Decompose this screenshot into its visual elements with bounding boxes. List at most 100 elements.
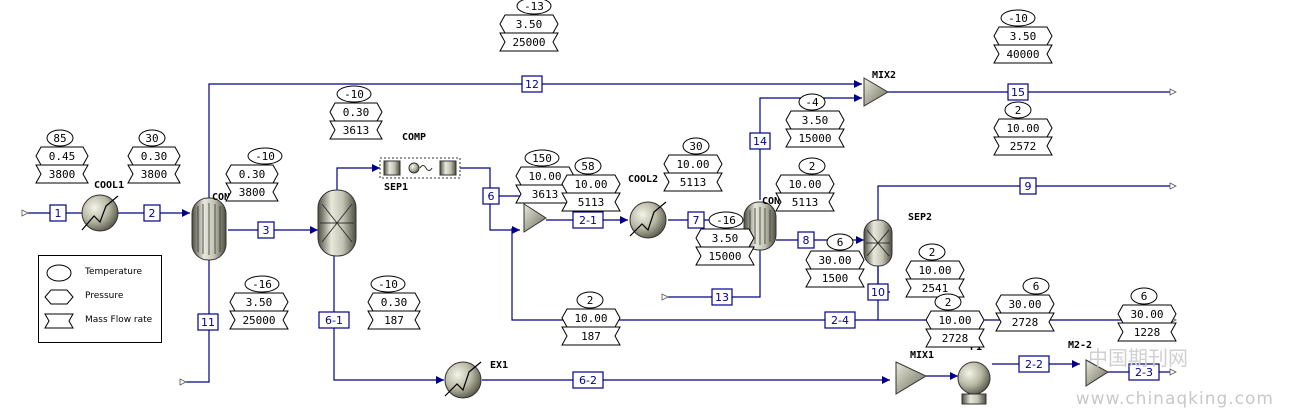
flow-shape	[1117, 322, 1177, 342]
pressure-value: 10.00	[528, 170, 561, 183]
flow-shape	[993, 136, 1053, 156]
stream-box-label: 9	[1025, 180, 1032, 193]
flow-shape	[367, 310, 421, 330]
temperature-value: 6	[837, 236, 844, 249]
ex1-heat-exchanger-icon[interactable]	[444, 361, 482, 399]
temperature-ellipse	[138, 129, 166, 147]
pressure-value: 0.30	[343, 106, 370, 119]
p1-pump-icon[interactable]	[957, 361, 991, 405]
legend-mass-flow-label: Mass Flow rate	[85, 315, 153, 325]
m2-mixer-icon[interactable]	[1085, 359, 1109, 387]
unit-label: SEP2	[908, 212, 932, 223]
sep2-separator-icon[interactable]	[863, 219, 893, 267]
stream-tags: 850.453800300.303800-100.303800-100.3036…	[35, 0, 1177, 348]
flow-shape	[993, 44, 1053, 64]
stream-box-15[interactable]: 15	[1007, 83, 1029, 101]
con1-condenser-icon[interactable]	[191, 197, 227, 261]
flow-value: 25000	[512, 36, 545, 49]
unit-label: MIX2	[872, 70, 896, 81]
stream-box-label: 7	[693, 214, 700, 227]
flow-value: 2728	[942, 332, 969, 345]
flow-shape	[127, 164, 181, 184]
temperature-ellipse	[918, 243, 946, 261]
stream-box-6-2[interactable]: 6-2	[572, 371, 604, 389]
cool2-heat-exchanger-icon[interactable]	[629, 201, 667, 239]
stream-box-6[interactable]: 6	[482, 187, 500, 205]
flow-shape	[805, 268, 865, 288]
temperature-value: 2	[929, 246, 936, 259]
legend-pressure-label: Pressure	[85, 291, 124, 301]
flow-shape	[905, 278, 965, 298]
stream-box-2-1[interactable]: 2-1	[572, 211, 604, 229]
pressure-value: 30.00	[1130, 308, 1163, 321]
flow-shape	[35, 164, 89, 184]
comp-compressor-icon[interactable]	[379, 157, 461, 179]
pressure-symbol-icon	[44, 289, 74, 305]
temperature-ellipse	[46, 129, 74, 147]
temperature-value: 2	[587, 294, 594, 307]
stream-box-1[interactable]: 1	[49, 204, 67, 222]
stream-box-11[interactable]: 11	[197, 313, 219, 331]
stream-lines	[28, 83, 1170, 383]
temperature-value: -16	[716, 214, 736, 227]
temperature-value: -4	[805, 96, 819, 109]
stream-box-label: 6-1	[325, 314, 343, 327]
flow-value: 25000	[242, 314, 275, 327]
stream-box-label: 2	[149, 207, 156, 220]
sep1-separator-icon[interactable]	[317, 189, 357, 257]
stream-box-12[interactable]: 12	[521, 75, 543, 93]
stream-box-label: 10	[871, 286, 885, 299]
stream-box-6-1[interactable]: 6-1	[318, 311, 350, 329]
pressure-value: 10.00	[918, 264, 951, 277]
stream-box-2-2[interactable]: 2-2	[1018, 355, 1050, 373]
stream-box-2[interactable]: 2	[143, 204, 161, 222]
temperature-value: 2	[1015, 104, 1022, 117]
stream-box-9[interactable]: 9	[1019, 177, 1037, 195]
stream-box-label: 1	[55, 207, 62, 220]
temperature-value: 85	[53, 132, 66, 145]
flow-value: 40000	[1006, 48, 1039, 61]
mix2-mixer-icon[interactable]	[863, 77, 889, 107]
stream-box-8[interactable]: 8	[797, 231, 815, 249]
flow-shape	[229, 310, 289, 330]
stream-box-label: 11	[201, 316, 215, 329]
mass-flow-symbol-icon	[44, 313, 74, 329]
stream-box-10[interactable]: 10	[867, 283, 889, 301]
flow-value: 2572	[1010, 140, 1037, 153]
mix1-mixer-icon[interactable]	[895, 361, 928, 395]
temperature-value: 2	[809, 160, 816, 173]
temperature-value: -10	[1008, 12, 1028, 25]
temperature-ellipse	[574, 157, 602, 175]
stream-box-label: 2-3	[1135, 366, 1153, 379]
stream-box-7[interactable]: 7	[687, 211, 705, 229]
cool1-heat-exchanger-icon[interactable]	[81, 194, 119, 232]
stream-box-14[interactable]: 14	[749, 132, 771, 150]
flow-value: 187	[581, 330, 601, 343]
temperature-value: -10	[378, 278, 398, 291]
stream-box-2-3[interactable]: 2-3	[1128, 363, 1160, 381]
watermark-url: www.chinaqking.com	[1075, 389, 1274, 409]
temperature-ellipse	[798, 157, 826, 175]
temperature-value: -16	[252, 278, 272, 291]
temperature-ellipse	[516, 0, 552, 15]
temperature-ellipse	[370, 275, 406, 293]
stream-box-3[interactable]: 3	[257, 221, 275, 239]
temperature-ellipse	[934, 293, 962, 311]
pressure-value: 3.50	[1010, 30, 1037, 43]
flow-value: 1228	[1134, 326, 1161, 339]
temperature-ellipse	[576, 291, 604, 309]
unit-label: COOL2	[628, 174, 658, 185]
unit-label: SEP1	[384, 182, 408, 193]
flow-value: 2728	[1012, 316, 1039, 329]
unit-label: EX1	[490, 360, 508, 371]
stream-box-2-4[interactable]: 2-4	[824, 311, 856, 329]
flow-value: 3613	[532, 188, 559, 201]
stream-box-13[interactable]: 13	[711, 288, 733, 306]
stream-tag-t13: -10 3.50 40000	[993, 9, 1053, 64]
mixer-top-icon[interactable]	[523, 203, 547, 233]
